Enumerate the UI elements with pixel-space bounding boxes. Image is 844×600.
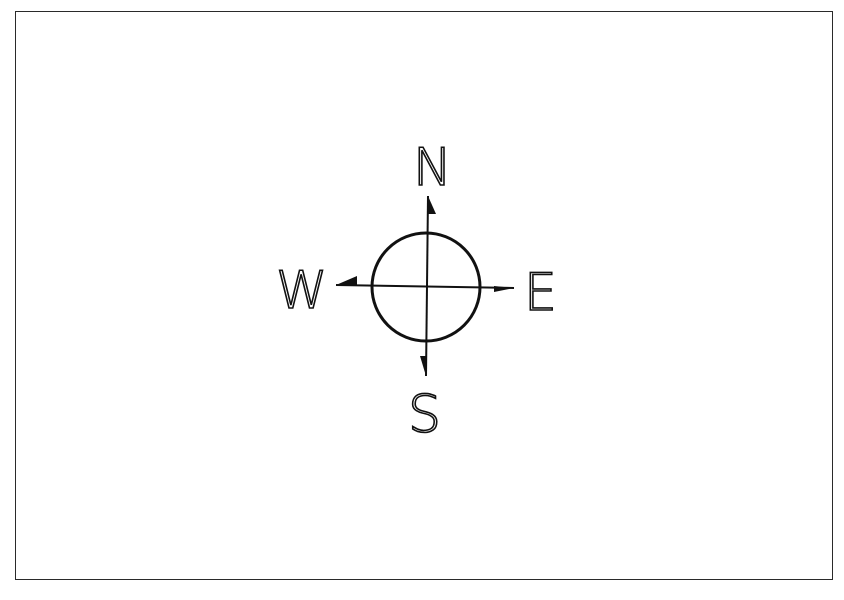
north-label: N <box>413 138 452 198</box>
west-east-axis <box>335 284 515 289</box>
west-arrow-icon <box>336 276 357 285</box>
north-arrow-icon <box>428 196 436 214</box>
south-label: S <box>408 385 441 445</box>
west-label: W <box>276 261 327 321</box>
south-arrow-icon <box>420 356 427 376</box>
east-arrow-icon <box>494 286 514 292</box>
east-label: E <box>524 263 557 323</box>
border-frame <box>15 11 833 580</box>
